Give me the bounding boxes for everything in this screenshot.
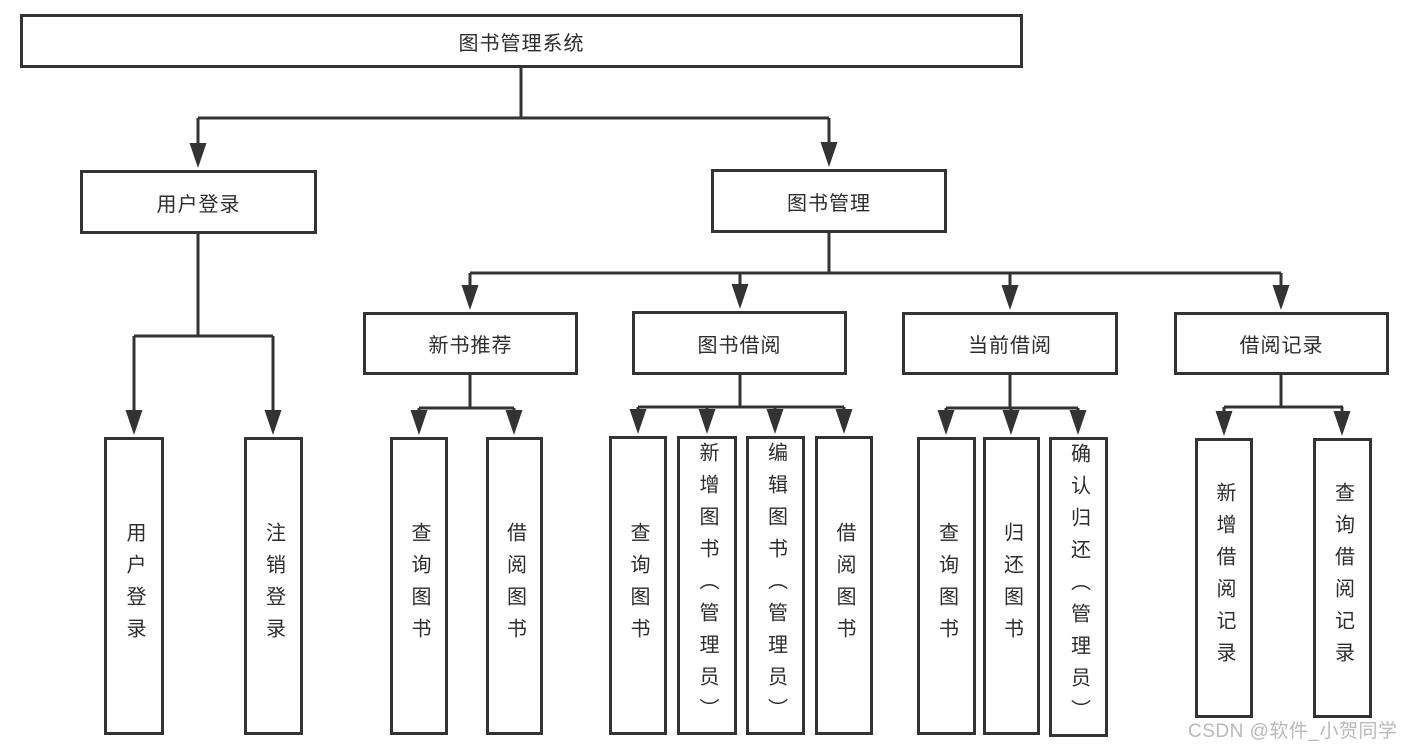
connector-path <box>636 375 846 416</box>
arrow-down-icon <box>264 410 282 435</box>
arrow-down-icon <box>189 143 207 168</box>
leaf-user-login-label: 用户登录 <box>123 522 145 650</box>
leaf-borrow-books-1: 借阅图书 <box>486 437 543 735</box>
leaf-confirm-return-admin: 确认归还（管理员） <box>1049 437 1108 737</box>
arrow-down-icon <box>410 410 428 435</box>
node-new-book-recommend: 新书推荐 <box>363 312 578 375</box>
leaf-query-books-1-label: 查询图书 <box>408 522 430 650</box>
leaf-query-books-3-label: 查询图书 <box>935 522 958 650</box>
leaf-add-book-admin: 新增图书（管理员） <box>677 436 737 735</box>
csdn-watermark: CSDN @软件_小贺同学 <box>1188 721 1398 742</box>
leaf-edit-book-admin-label: 编辑图书（管理员） <box>764 441 787 730</box>
node-book-management-label: 图书管理 <box>787 192 871 215</box>
leaf-logout: 注销登录 <box>244 437 303 735</box>
arrowheads <box>125 142 1351 436</box>
leaf-borrow-books-2-label: 借阅图书 <box>833 521 855 650</box>
leaf-add-borrow-record-label: 新增借阅记录 <box>1213 482 1235 674</box>
node-root-label: 图书管理系统 <box>458 32 585 55</box>
leaf-query-books-1: 查询图书 <box>390 437 448 735</box>
arrow-down-icon <box>505 410 523 435</box>
arrow-down-icon <box>629 409 647 434</box>
arrow-down-icon <box>731 284 749 309</box>
node-user-login: 用户登录 <box>80 170 317 234</box>
arrow-down-icon <box>835 409 853 434</box>
leaf-query-books-2-label: 查询图书 <box>627 521 649 650</box>
node-new-book-recommend-label: 新书推荐 <box>428 335 513 357</box>
leaf-add-book-admin-label: 新增图书（管理员） <box>696 441 718 730</box>
leaf-borrow-books-1-label: 借阅图书 <box>503 522 526 650</box>
leaf-query-borrow-record: 查询借阅记录 <box>1313 438 1372 718</box>
connector-path <box>196 68 831 150</box>
leaf-confirm-return-admin-label: 确认归还（管理员） <box>1067 443 1090 731</box>
leaf-user-login: 用户登录 <box>104 437 164 735</box>
connector-path <box>417 375 516 417</box>
arrow-down-icon <box>937 410 955 435</box>
node-borrow-records-label: 借阅记录 <box>1239 335 1324 357</box>
leaf-return-book: 归还图书 <box>983 437 1040 735</box>
node-user-login-label: 用户登录 <box>156 193 241 216</box>
node-book-borrow: 图书借阅 <box>632 311 847 375</box>
arrow-down-icon <box>1002 410 1020 435</box>
arrow-down-icon <box>1001 285 1019 310</box>
arrow-down-icon <box>698 409 716 434</box>
arrow-down-icon <box>766 409 784 434</box>
arrow-down-icon <box>461 285 479 310</box>
leaf-add-borrow-record: 新增借阅记录 <box>1195 438 1253 718</box>
connector-path <box>1222 375 1344 418</box>
leaf-query-borrow-record-label: 查询借阅记录 <box>1331 482 1354 674</box>
node-book-borrow-label: 图书借阅 <box>697 334 782 357</box>
leaf-query-books-3: 查询图书 <box>917 437 976 735</box>
arrow-down-icon <box>125 410 143 435</box>
connector-path <box>468 233 1283 292</box>
node-book-management: 图书管理 <box>711 169 947 233</box>
arrow-down-icon <box>1069 410 1087 435</box>
leaf-query-books-2: 查询图书 <box>609 436 667 735</box>
leaf-edit-book-admin: 编辑图书（管理员） <box>746 436 805 735</box>
arrow-down-icon <box>1272 285 1290 310</box>
node-current-borrow: 当前借阅 <box>902 312 1118 375</box>
arrow-down-icon <box>1215 411 1233 436</box>
leaf-logout-label: 注销登录 <box>262 522 285 650</box>
leaf-borrow-books-2: 借阅图书 <box>815 436 873 735</box>
arrow-down-icon <box>820 142 838 167</box>
leaf-return-book-label: 归还图书 <box>1000 522 1023 650</box>
arrow-down-icon <box>1333 411 1351 436</box>
connector-path <box>132 234 275 417</box>
node-root: 图书管理系统 <box>20 14 1023 68</box>
node-borrow-records: 借阅记录 <box>1174 312 1389 375</box>
node-current-borrow-label: 当前借阅 <box>968 335 1052 357</box>
